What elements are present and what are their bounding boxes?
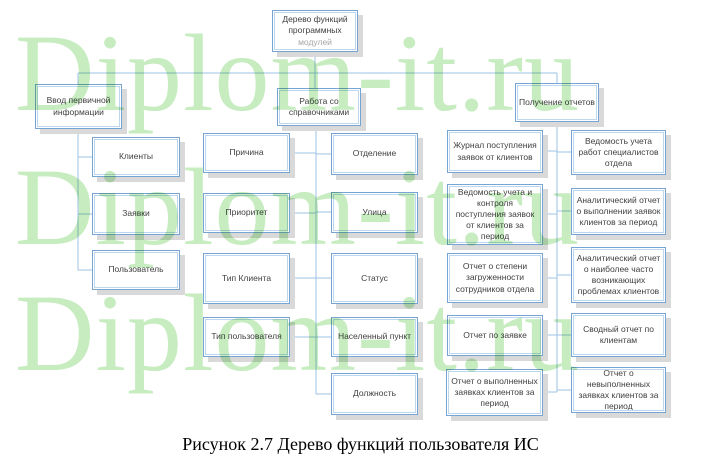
node-report-by-request: Отчет по заявке [447,315,543,356]
node-reason: Причина [203,133,290,173]
node-report-intake-register: Ведомость учета и контроля поступления з… [447,184,543,245]
node-report-analytic-completed: Аналитический отчет о выполнении заявок … [571,188,666,235]
node-root-label: Дерево функций программных [282,14,348,36]
node-settlement: Населенный пункт [331,317,418,357]
node-input-primary: Ввод первичной информации [35,84,122,129]
node-root: Дерево функций программных модулей [272,10,358,52]
node-report-completed: Отчет о выполненных заявках клиентов за … [446,369,543,416]
node-clients: Клиенты [92,137,180,177]
figure-caption: Рисунок 2.7 Дерево функций пользователя … [182,434,539,454]
node-report-uncompleted: Отчет о невыполненных заявках клиентов з… [571,367,666,413]
node-report-summary-clients: Сводный отчет по клиентам [571,313,666,357]
node-user-type: Тип пользователя [203,317,290,357]
node-client-type: Тип Клиента [203,253,290,304]
node-user: Пользователь [92,250,180,290]
node-street: Улица [331,192,418,233]
node-root-sublabel: модулей [298,36,332,47]
node-report-workload: Отчет о степени загруженности сотруднико… [447,253,543,303]
node-reports: Получение отчетов [515,83,599,122]
node-directories: Работа со справочниками [277,88,361,126]
node-report-specialists-register: Ведомость учета работ специалистов отдел… [571,130,666,175]
node-report-analytic-problems: Аналитический отчет о наиболее часто воз… [571,247,666,303]
node-status: Статус [331,253,418,304]
node-position: Должность [331,373,418,415]
node-report-journal: Журнал поступления заявок от клиентов [447,130,543,173]
node-priority: Приоритет [203,193,290,233]
node-department: Отделение [331,133,418,175]
node-requests: Заявки [92,193,180,235]
